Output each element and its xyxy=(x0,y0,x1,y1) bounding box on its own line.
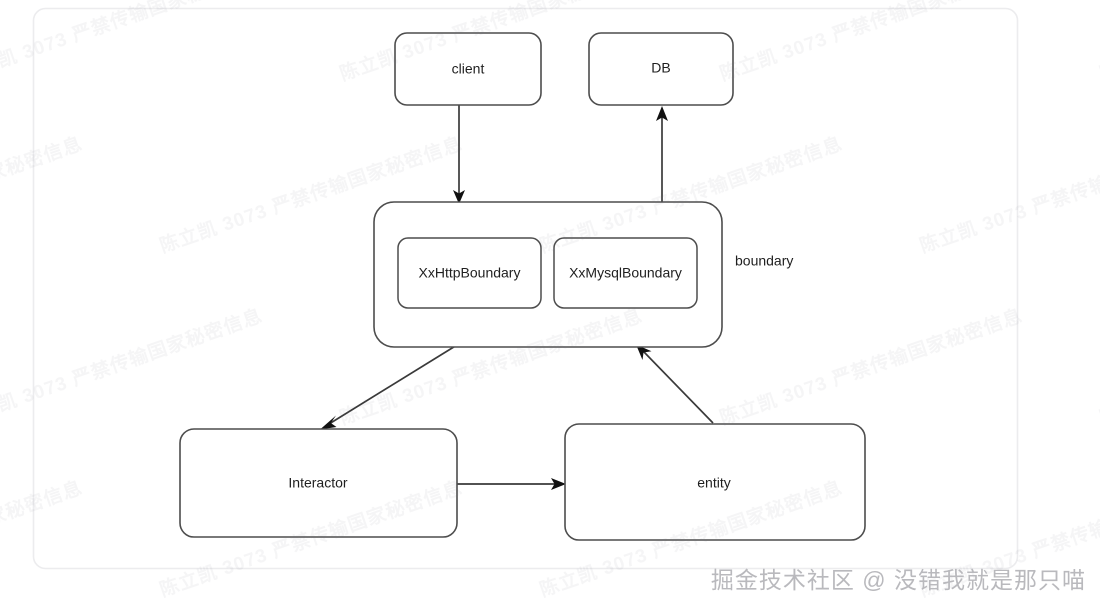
edge-entity-to-boundary xyxy=(636,344,714,424)
footer-watermark: 掘金技术社区 @ 没错我就是那只喵 xyxy=(710,567,1086,593)
edge-boundary-to-db xyxy=(656,106,668,202)
boundary-side-label: boundary xyxy=(735,253,793,269)
node-entity-label: entity xyxy=(697,475,730,491)
edge-interactor-to-entity xyxy=(457,478,566,490)
node-db-shape[interactable] xyxy=(588,32,734,106)
node-xxmysqlboundary-shape[interactable] xyxy=(553,237,698,309)
node-db[interactable]: DB xyxy=(588,32,734,106)
edge-boundary-to-interactor xyxy=(320,344,458,430)
node-entity[interactable]: entity xyxy=(564,423,866,541)
node-interactor-shape[interactable] xyxy=(179,428,458,538)
node-boundary[interactable]: XxHttpBoundary XxMysqlBoundary xyxy=(373,201,723,348)
node-xxhttpboundary-label: XxHttpBoundary xyxy=(419,265,521,281)
node-interactor-label: Interactor xyxy=(288,475,347,491)
node-db-label: DB xyxy=(651,60,670,76)
node-xxhttpboundary-shape[interactable] xyxy=(397,237,542,309)
node-entity-shape[interactable] xyxy=(564,423,866,541)
canvas-frame xyxy=(32,7,1019,570)
node-client[interactable]: client xyxy=(394,32,542,106)
node-interactor[interactable]: Interactor xyxy=(179,428,458,538)
node-client-label: client xyxy=(452,61,485,77)
node-xxmysqlboundary-label: XxMysqlBoundary xyxy=(569,265,682,281)
edge-client-to-boundary xyxy=(453,105,465,204)
node-client-shape[interactable] xyxy=(394,32,542,106)
